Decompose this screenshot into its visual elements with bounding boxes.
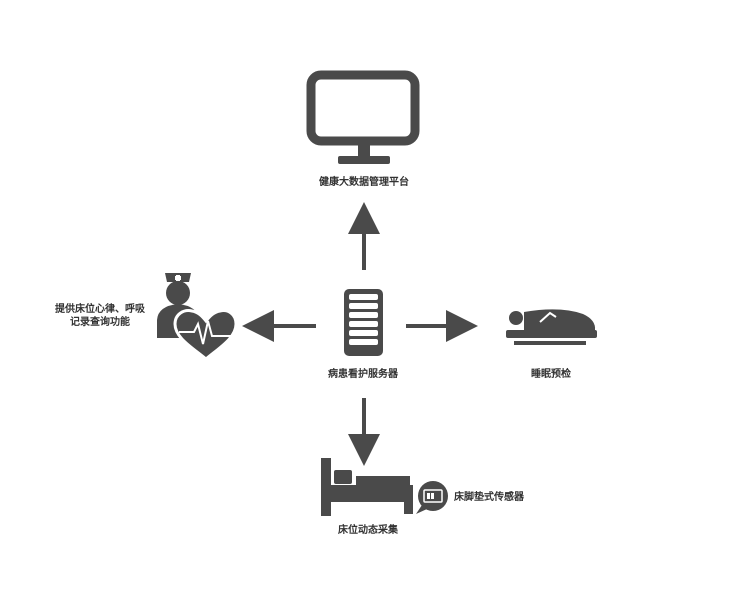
nurse-label-line1: 提供床位心律、呼吸: [55, 304, 145, 315]
server-icon: [344, 289, 383, 356]
bed-label: 床位动态采集: [338, 525, 398, 536]
platform-label: 健康大数据管理平台: [319, 177, 409, 188]
nurse-label-line2: 记录查询功能: [70, 317, 130, 328]
sensor-label: 床脚垫式传感器: [454, 492, 524, 503]
server-label: 病患看护服务器: [328, 369, 398, 380]
nurse-label: 提供床位心律、呼吸 记录查询功能: [52, 303, 148, 329]
sleep-label: 睡眠预检: [531, 369, 571, 380]
bed-icon: [321, 458, 413, 516]
sensor-pad-icon: [416, 481, 448, 514]
sleeping-person-icon: [506, 309, 597, 345]
monitor-icon: [306, 70, 420, 164]
nurse-heart-icon: [157, 273, 238, 361]
